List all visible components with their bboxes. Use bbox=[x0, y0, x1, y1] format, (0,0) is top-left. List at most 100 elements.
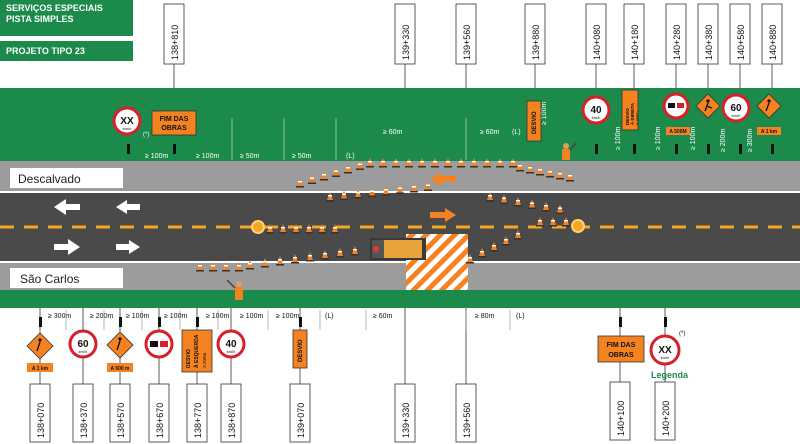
warning-lights bbox=[251, 219, 585, 234]
road-label-bottom-box bbox=[10, 268, 123, 288]
traffic-cones bbox=[196, 158, 574, 272]
traffic-cone bbox=[392, 158, 400, 168]
fim-line2: OBRAS bbox=[161, 125, 187, 132]
desvio-direita-sign: DESVIO À DIREITA A 300m bbox=[621, 89, 640, 131]
traffic-cone bbox=[246, 260, 254, 270]
traffic-cone bbox=[490, 242, 498, 252]
legend-label: Legenda bbox=[651, 370, 689, 380]
road-label-bottom: São Carlos bbox=[20, 272, 79, 286]
fim-line1-bottom: FIM DAS bbox=[607, 342, 636, 349]
arrow-right-1 bbox=[54, 239, 80, 255]
traffic-cone bbox=[356, 160, 364, 170]
station-label: 140+080 bbox=[592, 25, 602, 60]
distance-label: ≥ 100m bbox=[655, 127, 662, 150]
distance-label: ≥ 300m bbox=[747, 129, 754, 152]
speed-40-value-top: 40 bbox=[590, 105, 602, 116]
sign-post bbox=[707, 144, 710, 154]
warning-light bbox=[251, 220, 265, 234]
traffic-cone bbox=[266, 224, 274, 234]
distance-markers-bottom: ≥ 300m≥ 200m≥ 100m≥ 100m≥ 100m≥ 100m≥ 10… bbox=[39, 310, 667, 330]
road-label-top: Descalvado bbox=[18, 172, 81, 186]
speed-limit-40-sign-top: 40 km/h bbox=[581, 95, 611, 125]
station-label: 138+670 bbox=[155, 403, 165, 438]
traffic-cone bbox=[562, 217, 570, 227]
traffic-cone bbox=[292, 224, 300, 234]
distance-label: ≥ 100m bbox=[690, 127, 697, 150]
station-marker-top: 140+080 bbox=[585, 3, 607, 88]
speed-40-value-bottom: 40 bbox=[225, 339, 237, 350]
desvio-direita-l3: A 300m bbox=[635, 111, 640, 125]
sign-post bbox=[619, 317, 622, 327]
detour-arrow-left bbox=[430, 172, 456, 186]
station-label: 138+870 bbox=[227, 403, 237, 438]
fim-line2-bottom: OBRAS bbox=[608, 352, 634, 359]
distance-label: (L) bbox=[325, 313, 334, 320]
station-label: 140+880 bbox=[768, 25, 778, 60]
distance-label: ≥ 60m bbox=[383, 129, 403, 136]
traffic-cone bbox=[444, 158, 452, 168]
shoulder-bottom bbox=[0, 263, 800, 290]
fim-das-obras-sign-bottom: FIM DAS OBRAS bbox=[597, 335, 645, 363]
station-marker-bottom: 140+100 bbox=[609, 308, 631, 441]
road-label-top-box bbox=[10, 168, 123, 188]
traffic-cone bbox=[318, 224, 326, 234]
sign-post bbox=[739, 144, 742, 154]
traffic-cone bbox=[366, 158, 374, 168]
workers-sign-1km-top: A 1 km bbox=[756, 93, 782, 135]
station-marker-bottom: 138+370 bbox=[72, 308, 94, 443]
traffic-cone bbox=[536, 166, 544, 176]
work-truck bbox=[370, 238, 426, 260]
traffic-cone bbox=[344, 164, 352, 174]
speed-limit-60-sign-top: 60 km/h bbox=[721, 93, 751, 123]
station-label: 140+180 bbox=[630, 25, 640, 60]
traffic-cone bbox=[196, 262, 204, 272]
traffic-cone bbox=[332, 167, 340, 177]
a1km-label-bottom: A 1 km bbox=[32, 366, 49, 372]
desvio-label-top: DESVIO bbox=[532, 111, 538, 134]
traffic-cone bbox=[514, 230, 522, 240]
sign-post bbox=[299, 317, 302, 327]
sign-post bbox=[675, 144, 678, 154]
desvio-sign-top: DESVIO bbox=[526, 100, 542, 142]
traffic-cone bbox=[368, 187, 376, 197]
project-label: PROJETO TIPO 23 bbox=[0, 41, 133, 61]
traffic-cone bbox=[483, 158, 491, 168]
distance-label: ≥ 100m bbox=[541, 102, 548, 125]
desvio-esquerda-l2: À ESQUERDA bbox=[193, 334, 200, 368]
traffic-cone bbox=[536, 217, 544, 227]
distance-label: ≥ 50m bbox=[292, 153, 312, 160]
traffic-cone bbox=[516, 162, 524, 172]
lane-arrows bbox=[54, 199, 140, 255]
distance-label: ≥ 60m bbox=[480, 129, 500, 136]
distance-label: ≥ 100m bbox=[240, 313, 263, 320]
traffic-cone bbox=[261, 258, 269, 268]
traffic-cone bbox=[470, 158, 478, 168]
arrow-right-2 bbox=[116, 240, 140, 254]
asterisk-bottom: (*) bbox=[679, 331, 685, 337]
traffic-cone bbox=[209, 262, 217, 272]
traffic-cone bbox=[556, 170, 564, 180]
distance-label: ≥ 100m bbox=[276, 313, 299, 320]
traffic-cone bbox=[351, 246, 359, 256]
station-marker-bottom: 138+070 bbox=[29, 308, 51, 443]
traffic-cone bbox=[331, 224, 339, 234]
speed-xx-value: XX bbox=[120, 116, 134, 127]
distance-label: ≥ 100m bbox=[145, 153, 168, 160]
traffic-cone bbox=[500, 194, 508, 204]
header-title: SERVIÇOS ESPECIAIS PISTA SIMPLES bbox=[0, 0, 133, 36]
traffic-cone bbox=[424, 181, 432, 191]
speed-60-unit-bottom: km/h bbox=[79, 349, 88, 354]
distance-label: (L) bbox=[516, 313, 525, 320]
station-label: 140+580 bbox=[736, 25, 746, 60]
station-label: 138+570 bbox=[116, 403, 126, 438]
flagger-bottom bbox=[226, 279, 243, 300]
arrow-left-1 bbox=[54, 199, 80, 215]
traffic-cone bbox=[509, 158, 517, 168]
station-marker-bottom: 138+670 bbox=[148, 308, 170, 443]
traffic-cone bbox=[235, 262, 243, 272]
workers-sign-top bbox=[695, 93, 721, 119]
traffic-cone bbox=[466, 254, 474, 264]
